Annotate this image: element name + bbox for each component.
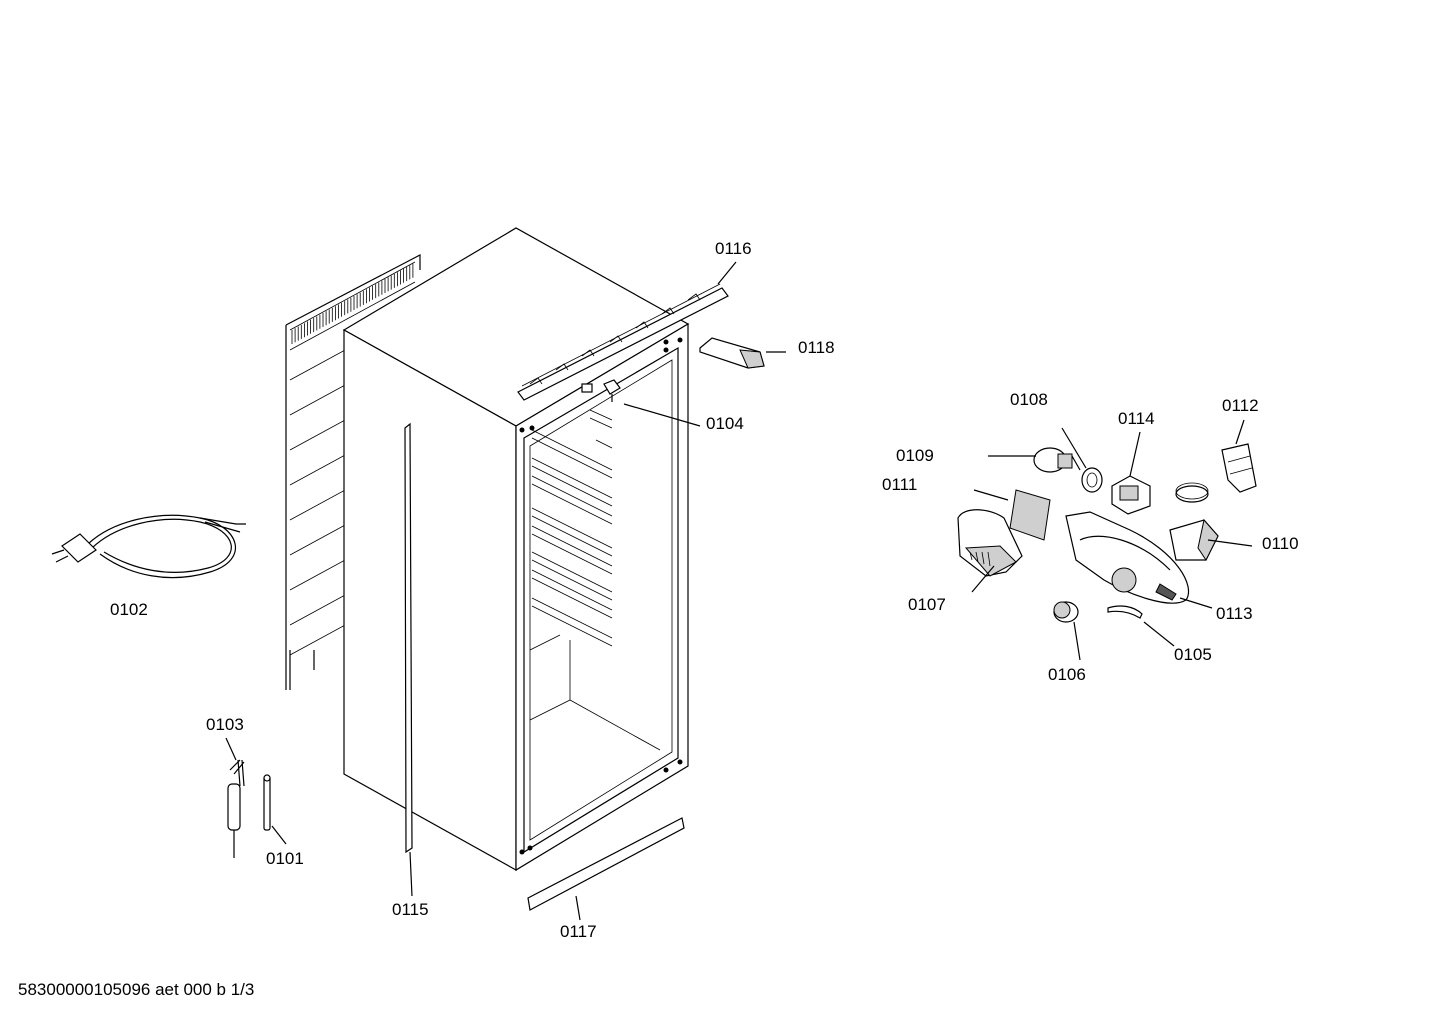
label-0108: 0108 xyxy=(1010,390,1048,409)
label-0103: 0103 xyxy=(206,715,244,734)
drawing-code: 58300000105096 aet 000 b 1/3 xyxy=(18,980,255,999)
hinge-bracket xyxy=(699,337,765,369)
top-rail xyxy=(517,283,729,401)
power-cord xyxy=(51,514,246,579)
label-0101: 0101 xyxy=(266,849,304,868)
label-0102: 0102 xyxy=(110,600,148,619)
temperature-sensor xyxy=(227,759,245,858)
cabinet-body xyxy=(342,227,690,872)
label-0111: 0111 xyxy=(882,475,917,494)
label-0110: 0110 xyxy=(1262,534,1299,553)
sensor-rod xyxy=(263,774,271,831)
label-0106: 0106 xyxy=(1048,665,1086,684)
part-labels: 0116 0118 0104 0108 0114 0112 0109 0111 … xyxy=(110,239,1299,941)
label-0112: 0112 xyxy=(1222,396,1259,415)
label-0104: 0104 xyxy=(706,414,744,433)
label-0107: 0107 xyxy=(908,595,946,614)
label-0114: 0114 xyxy=(1118,409,1155,428)
label-0109: 0109 xyxy=(896,446,934,465)
label-0116: 0116 xyxy=(715,239,752,258)
label-0118: 0118 xyxy=(798,338,835,357)
label-0105: 0105 xyxy=(1174,645,1212,664)
door-switch xyxy=(603,379,621,402)
light-assembly xyxy=(957,443,1257,623)
bottom-strip xyxy=(527,817,685,911)
door-seal-strip xyxy=(404,422,413,854)
label-0113: 0113 xyxy=(1216,604,1253,623)
label-0115: 0115 xyxy=(392,900,429,919)
label-0117: 0117 xyxy=(560,922,597,941)
leader-lines xyxy=(225,261,1253,921)
